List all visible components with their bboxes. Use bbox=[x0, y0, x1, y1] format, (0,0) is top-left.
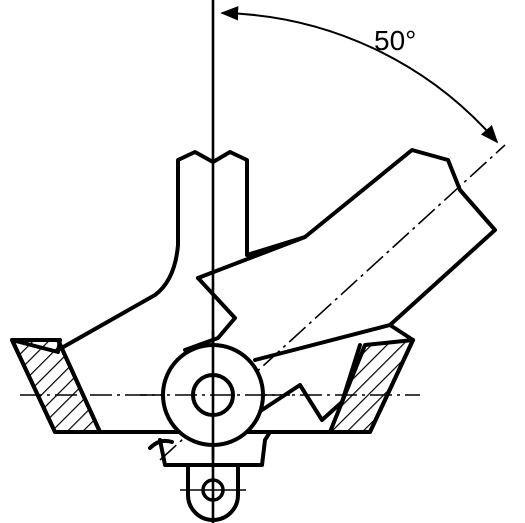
base-notch bbox=[260, 343, 362, 422]
left-hatched-jaw bbox=[10, 338, 102, 434]
angle-dimension-arc bbox=[220, 6, 499, 144]
angle-label: 50° bbox=[374, 25, 416, 56]
rocker-arm-outline bbox=[183, 276, 237, 352]
break-line bbox=[148, 438, 174, 450]
bottom-bracket bbox=[158, 430, 272, 467]
right-hatched-jaw bbox=[328, 338, 415, 434]
housing-outline bbox=[56, 148, 497, 352]
eyelet-body bbox=[186, 466, 240, 522]
arm-lower-edge bbox=[253, 323, 392, 362]
rocker-arm-edge bbox=[196, 235, 307, 280]
